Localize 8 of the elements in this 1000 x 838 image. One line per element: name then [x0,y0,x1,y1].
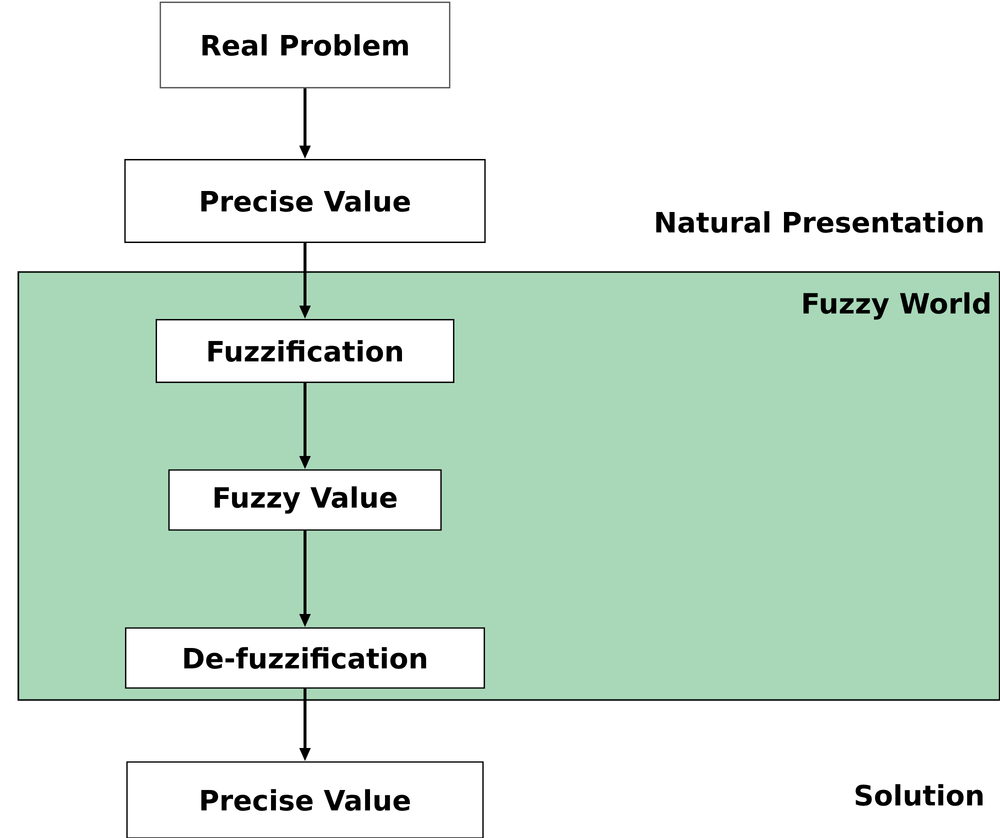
region-label: Solution [856,784,983,806]
process-box: Fuzzy Value [168,469,442,531]
process-box: Fuzzification [156,319,454,383]
process-box: Precise Value [126,761,484,838]
region-label: Natural Presentation [656,211,983,233]
process-box: Precise Value [124,159,486,243]
process-box: Real Problem [160,2,450,88]
process-box: De-fuzzification [125,627,485,689]
